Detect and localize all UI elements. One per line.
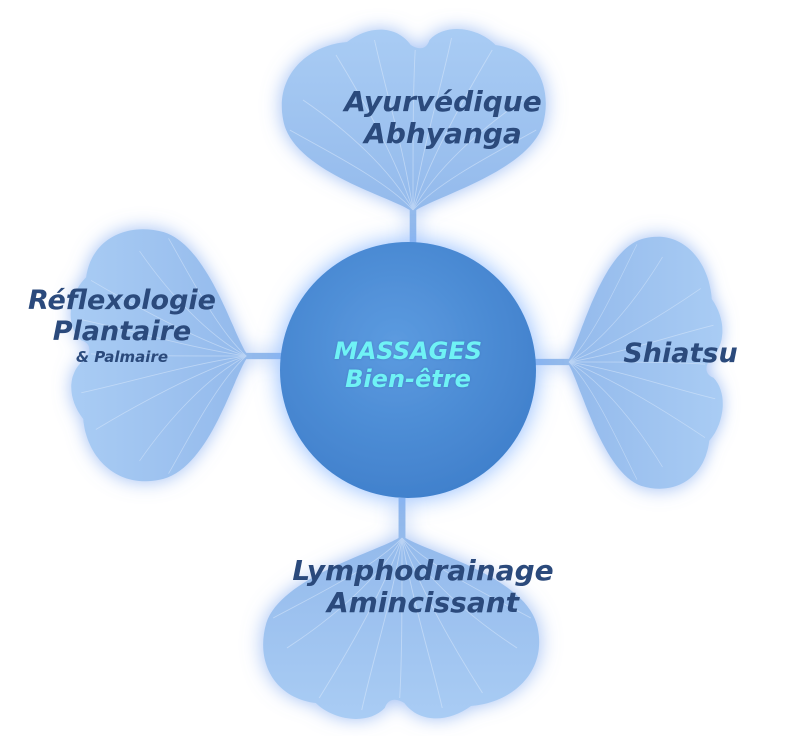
center-title: MASSAGES [333, 337, 483, 365]
branch-left-line1: Réflexologie [28, 285, 216, 316]
branch-bottom-line1: Lymphodrainage [292, 554, 554, 587]
branch-right-label: Shiatsu [608, 338, 753, 369]
branch-top-line2: Abhyanga [364, 117, 522, 151]
branch-top-line1: Ayurvédique [344, 85, 542, 118]
branch-bottom-label: Lymphodrainage Amincissant [268, 554, 578, 620]
branch-left-line3: & Palmaire [75, 348, 169, 367]
branch-top-label: Ayurvédique Abhyanga [318, 85, 568, 151]
center-subtitle: Bien-être [345, 364, 471, 393]
center-circle [280, 242, 536, 498]
branch-bottom-line2: Amincissant [326, 586, 520, 620]
branch-right-line1: Shiatsu [623, 338, 738, 369]
branch-left-line2: Plantaire [52, 316, 192, 348]
center-label: MASSAGES Bien-être [300, 337, 516, 393]
branch-left-label: Réflexologie Plantaire & Palmaire [12, 285, 232, 366]
